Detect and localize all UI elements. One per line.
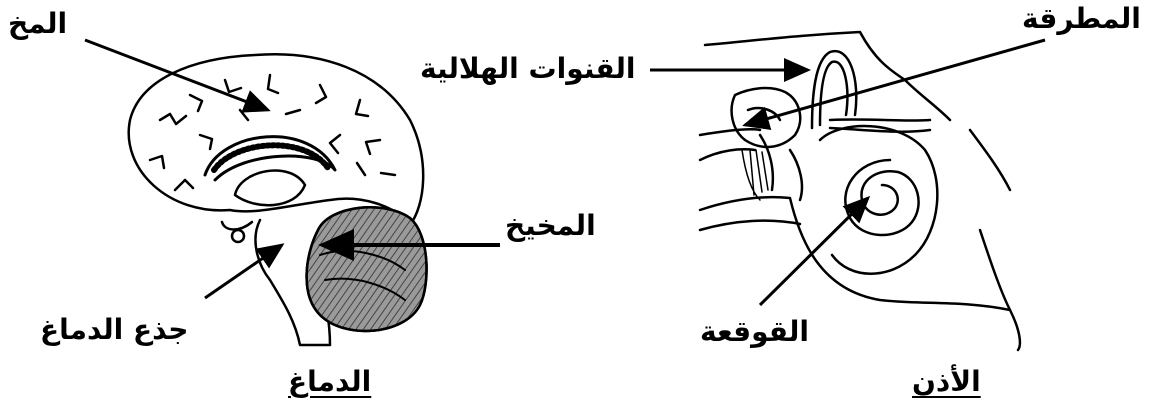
cerebrum-pointer xyxy=(85,40,268,110)
label-hammer: المطرقة xyxy=(1022,5,1141,33)
brainstem-pointer xyxy=(205,245,282,298)
auditory-nerve xyxy=(830,119,930,131)
ear-illustration xyxy=(700,32,1020,350)
caption-brain: الدماغ xyxy=(288,368,371,396)
hammer-shape xyxy=(732,88,801,147)
label-brainstem: جذع الدماغ xyxy=(40,316,189,344)
label-cochlea: القوقعة xyxy=(700,318,809,346)
ear-leader-lines xyxy=(650,40,1045,305)
cochlea-pointer xyxy=(760,198,868,305)
label-cerebrum: المخ xyxy=(8,10,67,38)
cochlea-spiral xyxy=(845,160,918,235)
eardrum xyxy=(742,150,768,200)
caption-ear: الأذن xyxy=(912,368,981,396)
brain-illustration xyxy=(129,54,427,345)
label-semicircular-canals: القنوات الهلالية xyxy=(420,55,636,83)
hammer-pointer xyxy=(745,40,1045,125)
label-cerebellum: المخيخ xyxy=(505,212,596,240)
